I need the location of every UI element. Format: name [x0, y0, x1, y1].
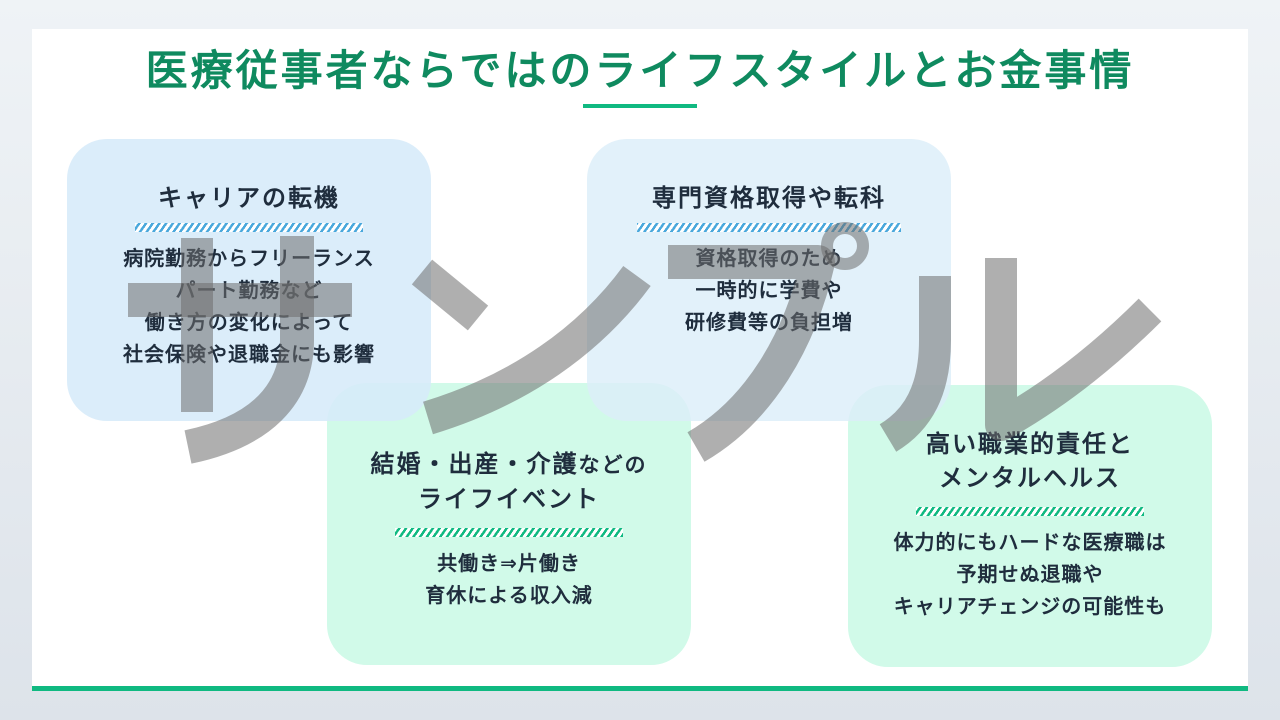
card-career: キャリアの転機 病院勤務からフリーランス パート勤務など 働き方の変化によって … — [67, 139, 431, 421]
card-body-line: 資格取得のため — [695, 246, 843, 270]
card-body-line: 予期せぬ退職や — [956, 562, 1104, 586]
card-heading-suffix: などの — [578, 453, 648, 477]
card-heading: キャリアの転機 — [67, 181, 431, 215]
card-body: 病院勤務からフリーランス パート勤務など 働き方の変化によって 社会保険や退職金… — [67, 242, 431, 370]
page-title: 医療従事者ならではのライフスタイルとお金事情 — [145, 46, 1135, 95]
card-body-line: 働き方の変化によって — [144, 310, 354, 334]
card-body: 体力的にもハードな医療職は 予期せぬ退職や キャリアチェンジの可能性も — [848, 526, 1212, 622]
card-body: 資格取得のため 一時的に学費や 研修費等の負担増 — [587, 242, 951, 338]
slide: 医療従事者ならではのライフスタイルとお金事情 結婚・出産・介護などの ライフイベ… — [32, 29, 1248, 691]
card-body-line: キャリアチェンジの可能性も — [893, 594, 1167, 618]
card-body-line: 社会保険や退職金にも影響 — [123, 342, 375, 366]
card-heading: 結婚・出産・介護などの ライフイベント — [327, 447, 691, 516]
card-body-line: 一時的に学費や — [695, 278, 843, 302]
card-life-events: 結婚・出産・介護などの ライフイベント 共働き⇒片働き 育休による収入減 — [327, 383, 691, 665]
card-heading-line: キャリアの転機 — [158, 184, 340, 212]
hatched-divider — [395, 528, 623, 537]
hatched-divider — [135, 223, 363, 232]
card-body-line: 病院勤務からフリーランス — [123, 246, 375, 270]
card-heading-line: ライフイベント — [418, 485, 600, 513]
card-body-line: 共働き⇒片働き — [437, 551, 581, 575]
title-underline — [583, 104, 697, 108]
card-body-line: 育休による収入減 — [425, 583, 593, 607]
card-body-line: パート勤務など — [175, 278, 323, 302]
card-qualification: 専門資格取得や転科 資格取得のため 一時的に学費や 研修費等の負担増 — [587, 139, 951, 421]
card-heading: 高い職業的責任と メンタルヘルス — [848, 427, 1212, 495]
card-heading-line: メンタルヘルス — [939, 464, 1121, 492]
hatched-divider — [916, 507, 1144, 516]
card-body-line: 体力的にもハードな医療職は — [893, 530, 1167, 554]
card-heading-line: 専門資格取得や転科 — [652, 184, 886, 212]
card-heading: 専門資格取得や転科 — [587, 181, 951, 215]
card-body: 共働き⇒片働き 育休による収入減 — [327, 547, 691, 611]
card-body-line: 研修費等の負担増 — [685, 310, 853, 334]
bottom-accent-bar — [32, 686, 1248, 691]
card-heading-line: 高い職業的責任と — [926, 430, 1134, 458]
hatched-divider — [637, 223, 901, 232]
card-heading-line: 結婚・出産・介護 — [370, 450, 579, 478]
card-responsibility: 高い職業的責任と メンタルヘルス 体力的にもハードな医療職は 予期せぬ退職や キ… — [848, 385, 1212, 667]
